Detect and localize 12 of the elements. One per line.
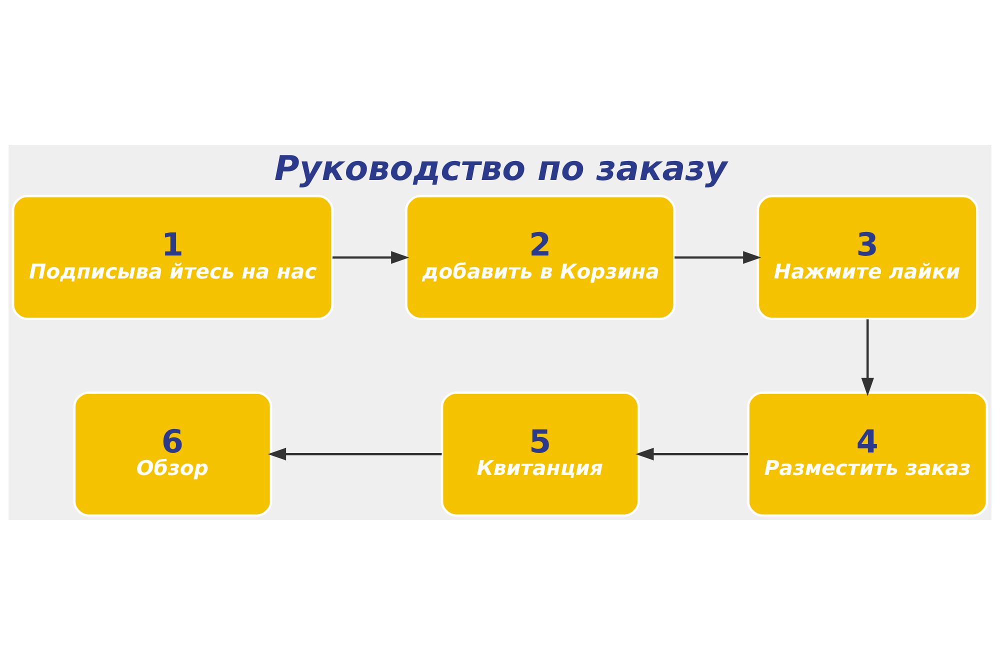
node-box: 5 Квитанция: [440, 391, 640, 516]
arrow: [268, 447, 442, 460]
arrow: [861, 318, 874, 396]
node-box: 3 Нажмите лайки: [756, 194, 978, 320]
arrow: [674, 250, 762, 264]
node-box: 4 Разместить заказ: [747, 391, 988, 516]
node-box: 6 Обзор: [73, 391, 272, 516]
node-box: 2 добавить в Корзина: [405, 194, 676, 320]
arrow: [636, 447, 748, 460]
diagram-title: Руководство по заказу: [274, 148, 728, 189]
arrow: [332, 250, 410, 264]
node-box: 1 Подписыва йтесь на нас: [12, 194, 334, 320]
